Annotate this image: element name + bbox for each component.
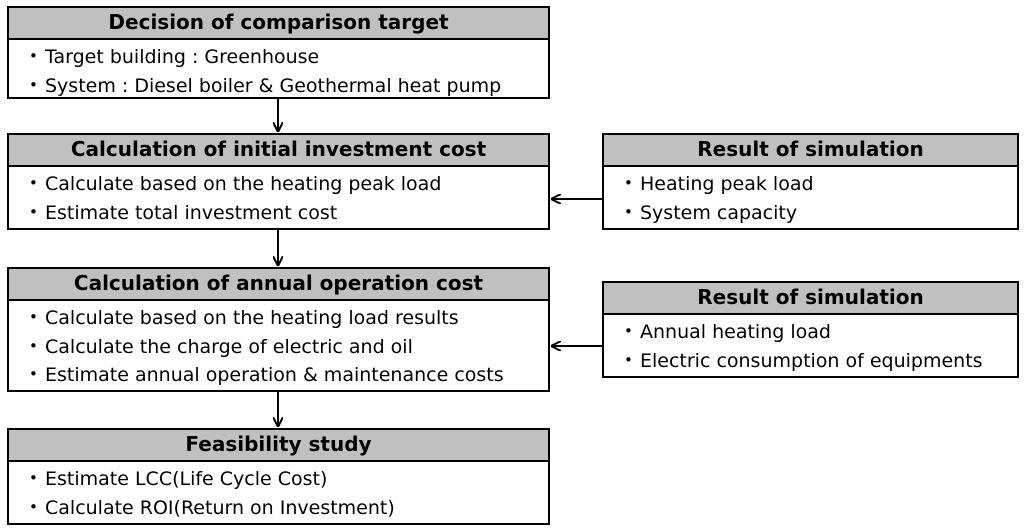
- list-item: Target building : Greenhouse: [29, 43, 548, 72]
- step-annual-operation-box: Calculation of annual operation cost Cal…: [7, 267, 550, 392]
- list-item: System : Diesel boiler & Geothermal heat…: [29, 72, 548, 101]
- simulation-result-box-2: Result of simulation Annual heating load…: [602, 281, 1019, 378]
- step-feasibility-title: Feasibility study: [9, 430, 548, 462]
- list-item: Annual heating load: [624, 318, 1017, 347]
- list-item: Calculate ROI(Return on Investment): [29, 494, 548, 523]
- step-decision-box: Decision of comparison target Target bui…: [7, 6, 550, 99]
- step-decision-title: Decision of comparison target: [9, 8, 548, 40]
- list-item: Electric consumption of equipments: [624, 347, 1017, 376]
- list-item: Calculate based on the heating load resu…: [29, 304, 548, 333]
- list-item: Estimate annual operation & maintenance …: [29, 361, 548, 390]
- step-feasibility-box: Feasibility study Estimate LCC(Life Cycl…: [7, 428, 550, 525]
- list-item: System capacity: [624, 199, 1017, 228]
- step-initial-investment-title: Calculation of initial investment cost: [9, 135, 548, 167]
- step-initial-investment-box: Calculation of initial investment cost C…: [7, 133, 550, 230]
- list-item: Calculate the charge of electric and oil: [29, 333, 548, 362]
- list-item: Estimate LCC(Life Cycle Cost): [29, 465, 548, 494]
- list-item: Estimate total investment cost: [29, 199, 548, 228]
- list-item: Calculate based on the heating peak load: [29, 170, 548, 199]
- step-annual-operation-title: Calculation of annual operation cost: [9, 269, 548, 301]
- simulation-result-box-1: Result of simulation Heating peak load S…: [602, 133, 1019, 230]
- list-item: Heating peak load: [624, 170, 1017, 199]
- simulation-result-title-1: Result of simulation: [604, 135, 1017, 167]
- simulation-result-title-2: Result of simulation: [604, 283, 1017, 315]
